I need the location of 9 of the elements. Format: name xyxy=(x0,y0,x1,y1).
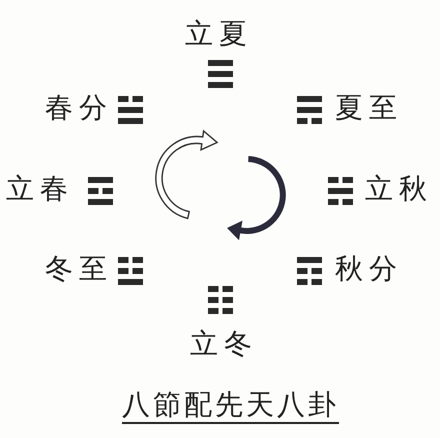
caption: 八節配先天八卦 xyxy=(122,389,339,424)
term-label: 立冬 xyxy=(190,328,258,360)
term-label: 秋分 xyxy=(335,253,403,285)
term-label: 夏至 xyxy=(335,92,403,124)
term-label: 立秋 xyxy=(365,173,433,205)
term-label: 春分 xyxy=(45,92,113,124)
term-label: 冬至 xyxy=(45,253,113,285)
term-label: 立春 xyxy=(6,173,74,205)
term-label: 立夏 xyxy=(185,18,253,50)
